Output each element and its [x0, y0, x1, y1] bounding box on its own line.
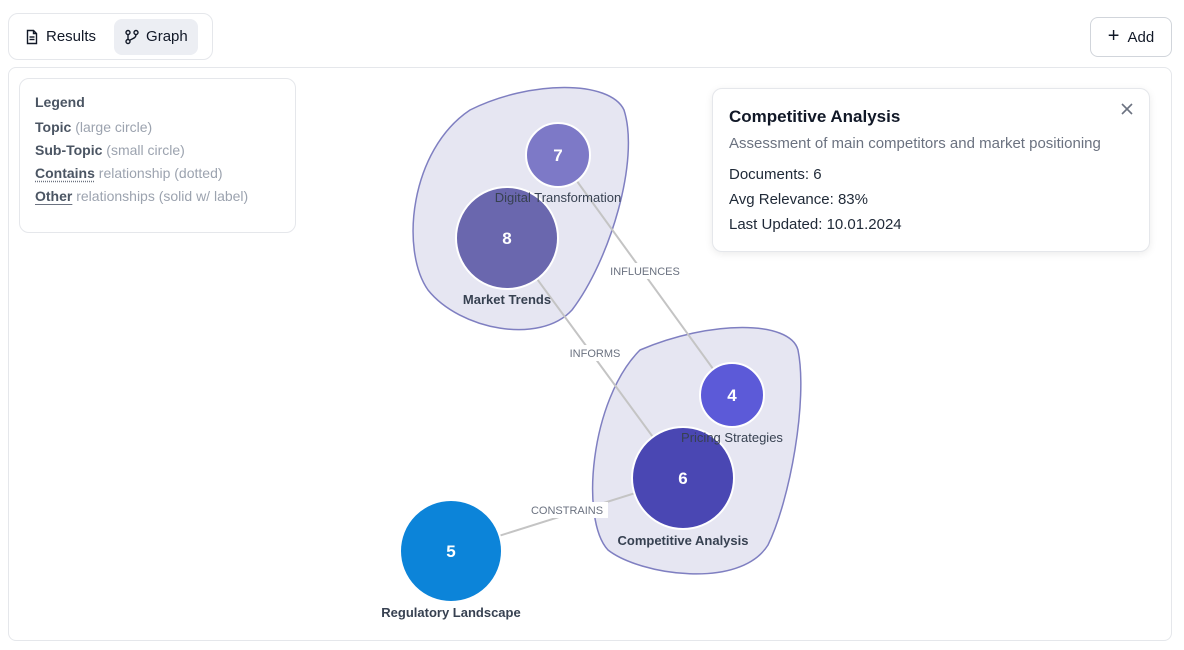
legend-desc: (large circle): [75, 119, 153, 135]
node-label-pricing-strategies: Pricing Strategies: [681, 430, 783, 445]
add-button-label: Add: [1127, 28, 1155, 46]
legend-term: Topic: [35, 119, 72, 135]
legend-row-contains: Contains relationship (dotted): [35, 165, 280, 181]
legend-desc: relationships (solid w/ label): [76, 188, 249, 204]
add-button[interactable]: + Add: [1090, 17, 1172, 57]
close-icon[interactable]: [1117, 99, 1137, 119]
tab-results-label: Results: [46, 28, 97, 45]
graph-icon: [124, 29, 140, 45]
node-market-trends[interactable]: [455, 186, 559, 290]
tab-graph-label: Graph: [146, 28, 188, 45]
node-count-competitive-analysis: 6: [678, 469, 687, 488]
node-count-pricing-strategies: 4: [727, 386, 737, 405]
node-label-competitive-analysis: Competitive Analysis: [617, 533, 748, 548]
edge-label-informs: INFORMS: [570, 348, 621, 360]
node-pricing-strategies[interactable]: [699, 362, 765, 428]
legend-row-other: Other relationships (solid w/ label): [35, 188, 280, 204]
node-digital-transformation[interactable]: [525, 122, 591, 188]
node-competitive-analysis[interactable]: [631, 426, 735, 530]
popup-updated: Last Updated: 10.01.2024: [729, 216, 902, 233]
popup-title: Competitive Analysis: [729, 107, 901, 126]
view-tabs: Results Graph: [8, 13, 213, 60]
legend-term: Other: [35, 188, 73, 204]
node-label-digital-transformation: Digital Transformation: [495, 190, 621, 205]
legend-panel: Legend Topic (large circle) Sub-Topic (s…: [19, 78, 296, 233]
legend-term: Contains: [35, 165, 95, 181]
popup-relevance: Avg Relevance: 83%: [729, 191, 868, 208]
tab-results[interactable]: Results: [14, 19, 106, 55]
edge-label-influences: INFLUENCES: [610, 266, 680, 278]
node-label-regulatory-landscape: Regulatory Landscape: [381, 605, 520, 620]
legend-title: Legend: [35, 94, 85, 110]
plus-icon: +: [1107, 25, 1120, 47]
node-regulatory-landscape[interactable]: [399, 499, 503, 603]
node-label-market-trends: Market Trends: [463, 292, 551, 307]
node-details-popup: Competitive Analysis Assessment of main …: [712, 88, 1150, 252]
legend-desc: relationship (dotted): [98, 165, 223, 181]
edge-label-bg: [565, 345, 625, 361]
popup-documents: Documents: 6: [729, 166, 822, 183]
edge-label-constrains: CONSTRAINS: [531, 505, 603, 517]
legend-term: Sub-Topic: [35, 142, 103, 158]
node-count-digital-transformation: 7: [553, 146, 562, 165]
legend-row-topic: Topic (large circle): [35, 119, 280, 135]
edge-label-bg: [526, 502, 608, 518]
tab-graph[interactable]: Graph: [114, 18, 198, 55]
node-count-regulatory-landscape: 5: [446, 542, 455, 561]
legend-row-subtopic: Sub-Topic (small circle): [35, 142, 280, 158]
popup-description: Assessment of main competitors and marke…: [729, 135, 1101, 152]
node-count-market-trends: 8: [502, 229, 511, 248]
edge-label-bg: [606, 263, 684, 279]
legend-desc: (small circle): [106, 142, 185, 158]
document-icon: [24, 29, 40, 45]
